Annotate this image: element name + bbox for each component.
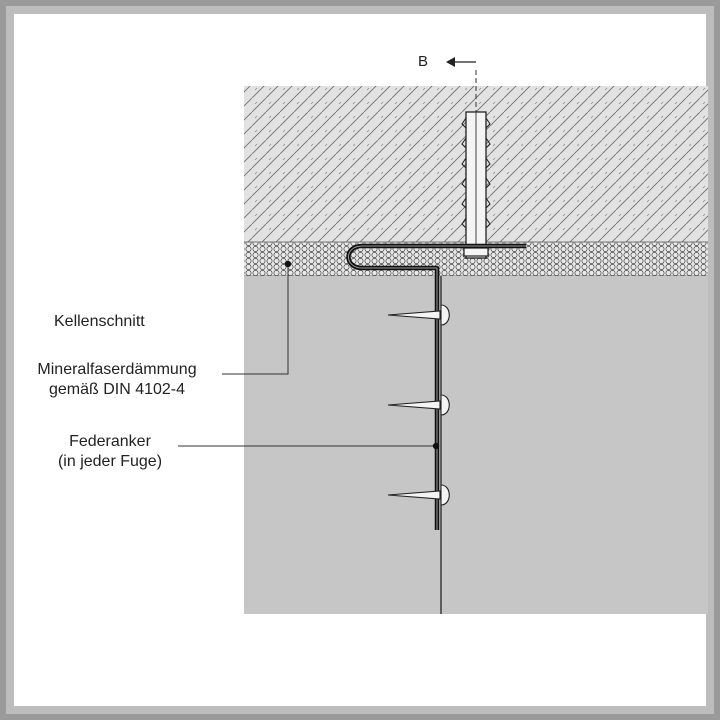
masonry-wall: [244, 276, 708, 614]
nail-2-icon: [387, 394, 450, 416]
label-anchor: Federanker (in jeder Fuge): [30, 432, 190, 472]
label-anchor-line1: Federanker: [69, 433, 151, 450]
dowel-icon: [461, 111, 491, 259]
nail-1-icon: [387, 304, 450, 326]
label-insulation-line2: gemäß DIN 4102-4: [48, 381, 186, 398]
label-kellenschnitt: Kellenschnitt: [54, 313, 145, 330]
leader-anchor: [178, 442, 440, 450]
label-anchor-line2: (in jeder Fuge): [57, 453, 163, 470]
label-insulation: Mineralfaserdämmung gemäß DIN 4102-4: [14, 360, 220, 400]
spring-anchor-profile: [346, 243, 526, 530]
section-marker-label: B: [418, 53, 429, 70]
leader-insulation: [222, 260, 292, 375]
nail-3-icon: [387, 484, 450, 506]
label-insulation-line1: Mineralfaserdämmung: [37, 361, 197, 378]
section-arrowhead-icon: [446, 57, 455, 67]
